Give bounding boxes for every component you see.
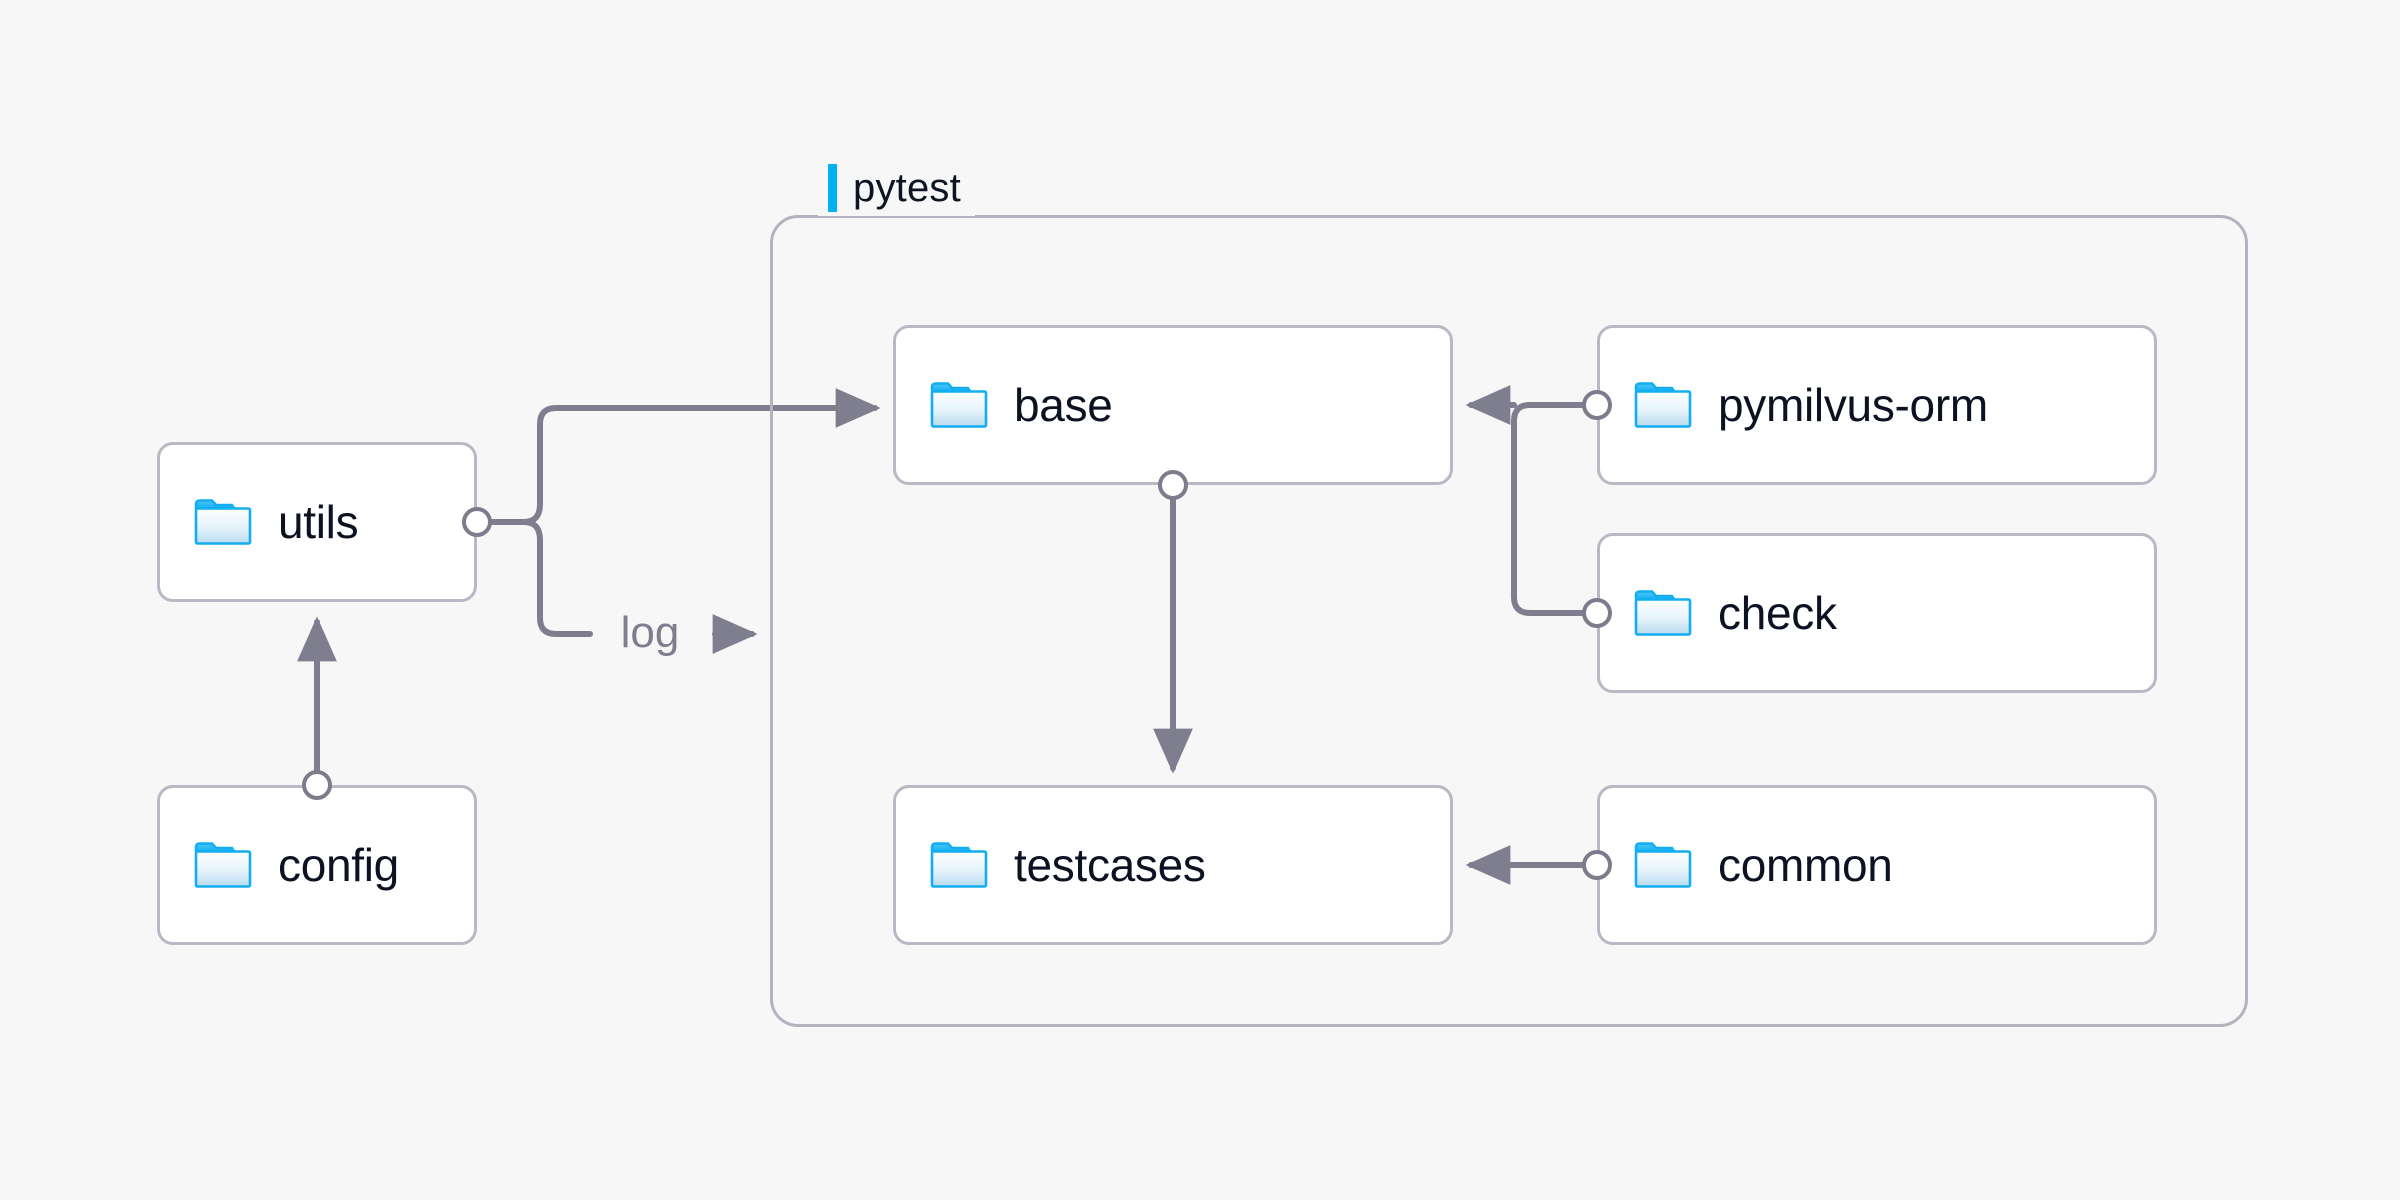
group-accent-bar — [828, 164, 837, 212]
node-label-config: config — [278, 839, 399, 891]
handle-check-left[interactable] — [1582, 598, 1612, 628]
folder-icon — [194, 842, 252, 888]
folder-icon — [930, 842, 988, 888]
node-label-check: check — [1718, 587, 1837, 639]
node-label-common: common — [1718, 839, 1893, 891]
pytest-group-container[interactable] — [770, 215, 2248, 1027]
node-common[interactable]: common — [1597, 785, 2157, 945]
node-testcases[interactable]: testcases — [893, 785, 1453, 945]
pytest-group-label: pytest — [818, 160, 975, 216]
handle-utils-right[interactable] — [462, 507, 492, 537]
folder-icon — [930, 382, 988, 428]
handle-pymilvus-orm-left[interactable] — [1582, 390, 1612, 420]
edge-utils-log — [521, 519, 593, 637]
node-utils[interactable]: utils — [157, 442, 477, 602]
folder-icon — [1634, 842, 1692, 888]
edge-label-log: log — [614, 608, 686, 658]
node-label-base: base — [1014, 379, 1113, 431]
node-base[interactable]: base — [893, 325, 1453, 485]
folder-icon — [194, 499, 252, 545]
handle-config-top[interactable] — [302, 770, 332, 800]
node-config[interactable]: config — [157, 785, 477, 945]
node-pymilvus-orm[interactable]: pymilvus-orm — [1597, 325, 2157, 485]
folder-icon — [1634, 382, 1692, 428]
folder-icon — [1634, 590, 1692, 636]
handle-base-bottom[interactable] — [1158, 470, 1188, 500]
node-label-utils: utils — [278, 496, 359, 548]
node-label-pymilvus-orm: pymilvus-orm — [1718, 379, 1988, 431]
group-label-text: pytest — [853, 165, 961, 210]
handle-common-left[interactable] — [1582, 850, 1612, 880]
node-check[interactable]: check — [1597, 533, 2157, 693]
node-label-testcases: testcases — [1014, 839, 1206, 891]
